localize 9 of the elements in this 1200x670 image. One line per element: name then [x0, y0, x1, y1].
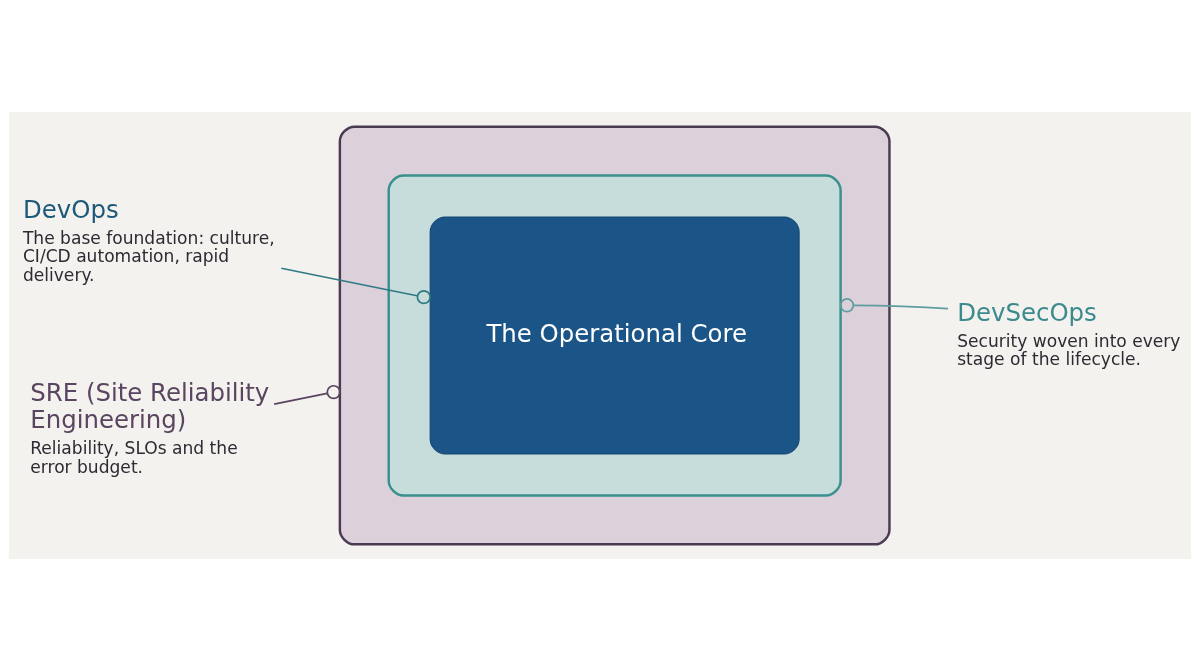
cluster: [387, 173, 842, 497]
node-box: The Operational Core: [429, 215, 800, 455]
node-text: DevOps The base foundation: culture, CI/CD automation, rapid delivery.: [22, 194, 275, 285]
connector: [839, 297, 949, 312]
connector: [273, 384, 341, 405]
cluster: [338, 124, 891, 546]
node-text: SRE (Site Reliability Engineering) Reliability, SLOs and the error budget.: [30, 377, 270, 477]
connector: [280, 266, 431, 304]
node-text: DevSecOps Security woven into every stage of the lifecycle.: [957, 297, 1181, 369]
